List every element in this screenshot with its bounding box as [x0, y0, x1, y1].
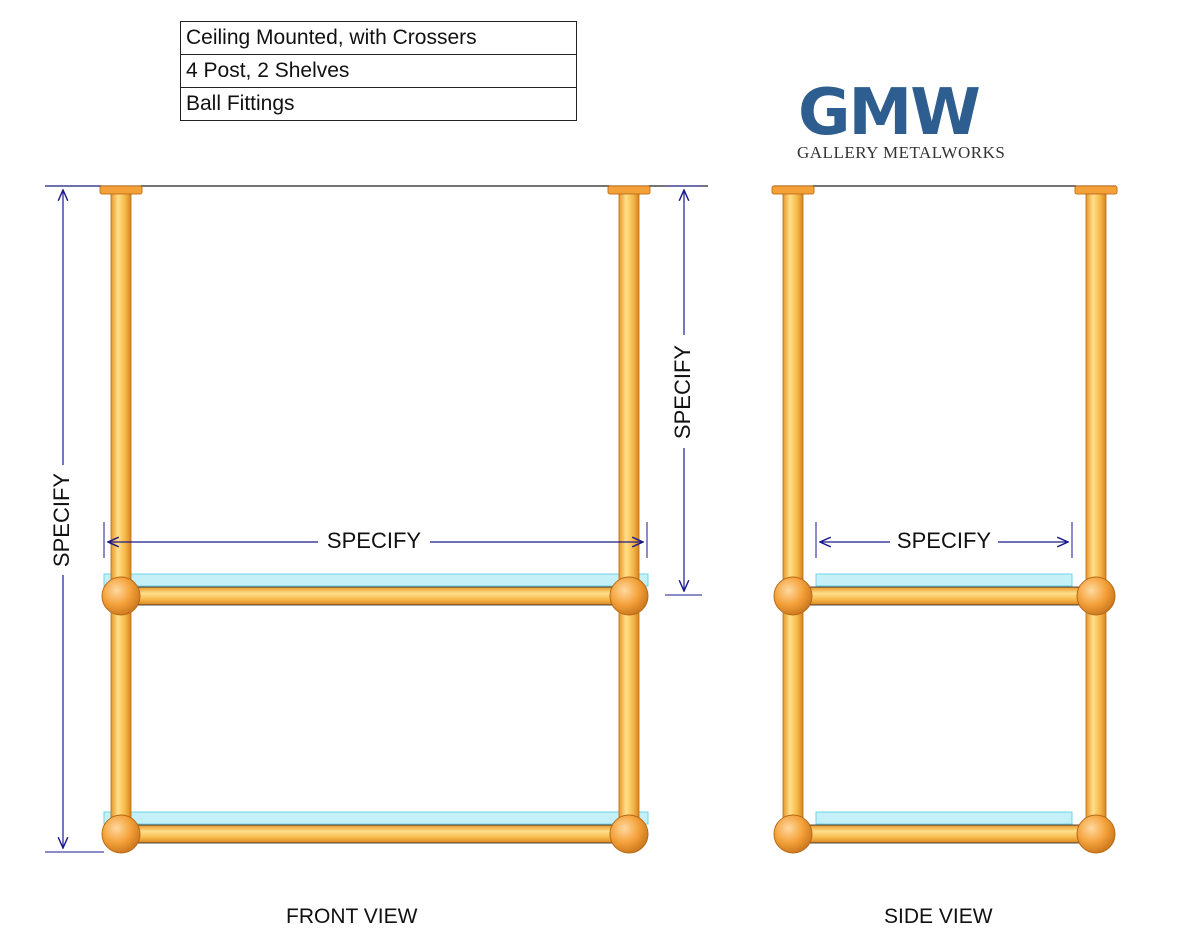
gmw-logo: GMW — [798, 76, 981, 150]
dim-front-width: SPECIFY — [103, 522, 648, 558]
front-post-right — [618, 193, 640, 835]
front-ball-fitting — [101, 814, 141, 854]
side-crosser-lower — [808, 824, 1081, 844]
front-flange-left — [99, 185, 143, 195]
dim-label: SPECIFY — [49, 473, 74, 567]
logo-company-name: GALLERY METALWORKS — [797, 143, 1006, 162]
front-flange-right — [607, 185, 651, 195]
side-ball-fitting — [1076, 576, 1116, 616]
dim-front-shelf-drop: SPECIFY — [665, 185, 702, 596]
side-flange-left — [771, 185, 815, 195]
front-glass-shelf-upper — [103, 573, 649, 587]
spec-row-fittings: Ball Fittings — [180, 87, 577, 121]
dim-front-overall-height: SPECIFY — [45, 185, 104, 853]
front-ball-fitting — [609, 576, 649, 616]
side-post-left — [782, 193, 804, 835]
side-crosser-upper — [808, 586, 1081, 606]
side-view-label: SIDE VIEW — [884, 905, 993, 928]
front-glass-shelf-lower — [103, 811, 649, 825]
side-ball-fitting — [1076, 814, 1116, 854]
side-post-right — [1085, 193, 1107, 835]
spec-row-mount: Ceiling Mounted, with Crossers — [180, 21, 577, 55]
side-ball-fitting — [773, 576, 813, 616]
side-glass-shelf-upper — [815, 573, 1073, 587]
dim-label: SPECIFY — [897, 528, 991, 553]
side-flange-right — [1074, 185, 1118, 195]
side-ball-fitting — [773, 814, 813, 854]
front-view-label: FRONT VIEW — [286, 905, 418, 928]
front-ball-fitting — [101, 576, 141, 616]
side-view-frame — [771, 185, 1118, 854]
front-crosser-upper — [136, 586, 614, 606]
dim-label: SPECIFY — [327, 528, 421, 553]
front-view-frame — [99, 185, 651, 854]
spec-row-config: 4 Post, 2 Shelves — [180, 54, 577, 88]
spec-table: Ceiling Mounted, with Crossers 4 Post, 2… — [180, 21, 577, 121]
front-crosser-lower — [136, 824, 614, 844]
dim-label: SPECIFY — [670, 345, 695, 439]
logo-mark: GMW — [798, 76, 979, 150]
front-post-left — [110, 193, 132, 835]
front-ball-fitting — [609, 814, 649, 854]
dim-side-depth: SPECIFY — [815, 522, 1073, 558]
side-glass-shelf-lower — [815, 811, 1073, 825]
